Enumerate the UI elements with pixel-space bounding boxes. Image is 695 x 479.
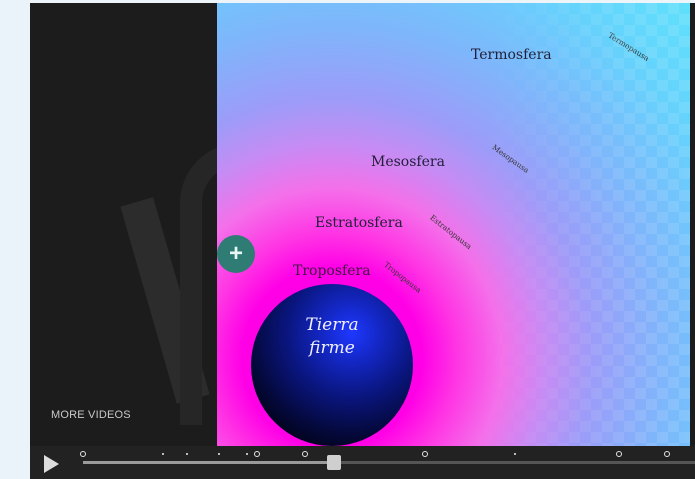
- chapter-marker[interactable]: [254, 451, 260, 457]
- chapter-marker[interactable]: [422, 451, 428, 457]
- label-termosfera: Termosfera: [471, 47, 552, 63]
- label-termopausa: Termopausa: [606, 30, 651, 63]
- video-player[interactable]: MORE VIDEOS Termosfera Termopausa Mesosf…: [30, 3, 695, 479]
- chapter-dot: [186, 453, 188, 455]
- more-videos-link[interactable]: MORE VIDEOS: [51, 409, 131, 421]
- earth-sphere: Tierra firme: [251, 284, 413, 446]
- label-mesosfera: Mesosfera: [371, 154, 445, 170]
- progress-thumb[interactable]: [326, 455, 341, 470]
- chapter-dot: [246, 453, 248, 455]
- earth-label-line1: Tierra: [305, 315, 359, 335]
- label-tropopausa: Tropopausa: [382, 259, 424, 295]
- chapter-marker[interactable]: [80, 451, 86, 457]
- chapter-dot: [218, 453, 220, 455]
- chapter-marker[interactable]: [302, 451, 308, 457]
- chapter-marker[interactable]: [616, 451, 622, 457]
- play-icon[interactable]: [44, 455, 59, 473]
- label-estratosfera: Estratosfera: [315, 215, 403, 231]
- player-controls: [30, 446, 695, 479]
- chapter-dot: [514, 453, 516, 455]
- earth-label-line2: firme: [309, 338, 355, 358]
- earth-label: Tierra firme: [251, 314, 413, 360]
- page-left-margin: [0, 0, 30, 479]
- atmosphere-slide: Termosfera Termopausa Mesosfera Mesopaus…: [217, 3, 690, 446]
- chapter-marker[interactable]: [664, 451, 670, 457]
- progress-fill: [83, 461, 334, 464]
- label-mesopausa: Mesopausa: [490, 142, 531, 175]
- label-estratopausa: Estratopausa: [428, 212, 474, 252]
- label-troposfera: Troposfera: [293, 263, 371, 279]
- plus-circle-icon[interactable]: +: [217, 235, 255, 273]
- chapter-dot: [162, 453, 164, 455]
- progress-track[interactable]: [80, 451, 695, 470]
